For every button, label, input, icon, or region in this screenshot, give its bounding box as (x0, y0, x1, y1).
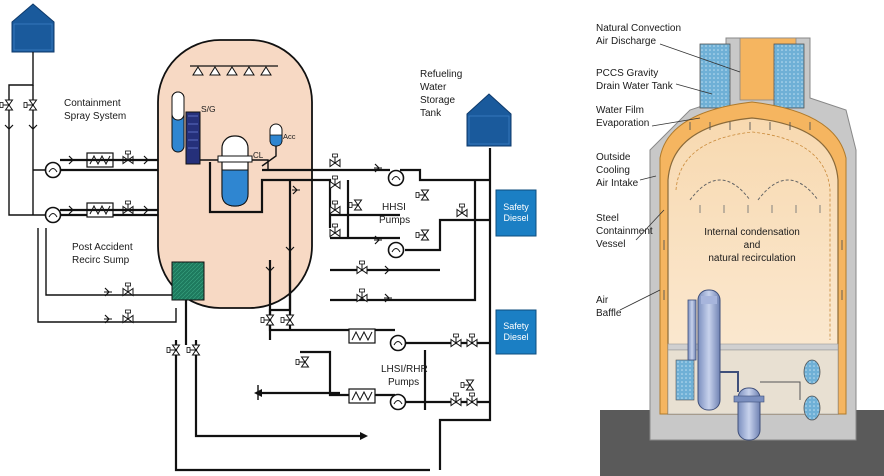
callout-air-baffle-1: Air (596, 295, 609, 306)
sump-label-2: Recirc Sump (72, 255, 130, 266)
interior-text-1: Internal condensation (704, 227, 800, 238)
accumulator (261, 123, 283, 167)
safety-diesel-2-line2: Diesel (503, 332, 528, 342)
safety-diesel-1-line1: Safety (503, 202, 529, 212)
hhsi-label-1: HHSI (382, 202, 406, 213)
rwst-label-1: Refueling (420, 69, 462, 80)
left-system-diagram: S/G CL Acc (0, 3, 537, 472)
safety-diesel-1-line2: Diesel (503, 213, 528, 223)
sump-label-1: Post Accident (72, 242, 133, 253)
upflow-arrows (663, 122, 843, 300)
spray-nozzles (192, 66, 272, 76)
injection-piping (254, 148, 492, 470)
callout-steel-vessel-1: Steel (596, 213, 619, 224)
containment-spray-label-1: Containment (64, 98, 121, 109)
safety-diesel-2: Safety Diesel (495, 309, 537, 355)
containment-vessel: S/G CL Acc (157, 39, 313, 309)
callout-natural-convection-1: Natural Convection (596, 23, 681, 34)
callout-pccs-tank-1: PCCS Gravity (596, 68, 658, 79)
callout-outside-air-2: Cooling (596, 165, 630, 176)
callout-air-baffle-2: Baffle (596, 308, 622, 319)
cl-label: CL (253, 151, 264, 160)
rwst-tank (466, 93, 512, 147)
containment-spray-label-2: Spray System (64, 111, 126, 122)
hhsi-label-2: Pumps (379, 215, 410, 226)
interior-text-2: and (744, 240, 761, 251)
spray-water-tank (11, 3, 55, 53)
callout-leaders (619, 43, 741, 311)
pccs-reactor (720, 371, 765, 441)
callout-steel-vessel-3: Vessel (596, 239, 625, 250)
reactor-vessel (200, 135, 269, 207)
callout-outside-air-3: Air Intake (596, 178, 639, 189)
callout-steel-vessel-2: Containment (596, 226, 653, 237)
acc-label: Acc (283, 132, 296, 141)
irwst (675, 359, 695, 401)
pccs-tank-left (699, 43, 731, 109)
callout-water-film-2: Evaporation (596, 118, 649, 129)
sg-label: S/G (201, 104, 216, 114)
safety-diesel-2-line1: Safety (503, 321, 529, 331)
pccs-steam-generator (687, 289, 721, 411)
callout-outside-air-1: Outside (596, 152, 631, 163)
callout-pccs-tank-2: Drain Water Tank (596, 81, 674, 92)
recirc-sump (171, 261, 205, 301)
sump-piping (37, 228, 430, 472)
right-pccs-diagram: Internal condensation and natural recirc… (596, 23, 884, 476)
rwst-label-3: Storage (420, 95, 455, 106)
steam-generator (171, 91, 201, 165)
lhsi-label-1: LHSI/RHR (381, 364, 428, 375)
rwst-label-2: Water (420, 82, 447, 93)
downflow-arrows (699, 205, 821, 213)
rwst-label-4: Tank (420, 108, 442, 119)
safety-diesel-1: Safety Diesel (495, 189, 537, 237)
lhsi-label-2: Pumps (388, 377, 419, 388)
callout-water-film-1: Water Film (596, 105, 644, 116)
interior-text-3: natural recirculation (708, 253, 795, 264)
spray-piping (0, 52, 172, 224)
callout-natural-convection-2: Air Discharge (596, 36, 656, 47)
pccs-tank-right (773, 43, 805, 109)
